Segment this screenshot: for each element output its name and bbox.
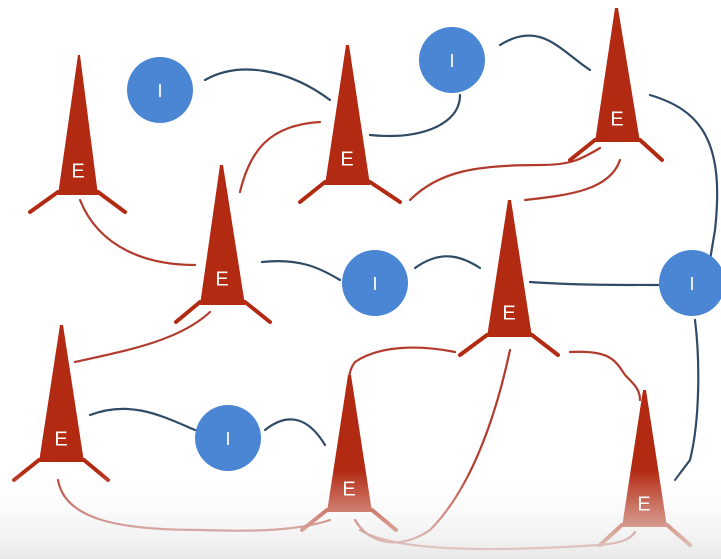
inhibitory-neuron-3: I — [342, 250, 408, 316]
excitatory-neuron-2: E — [298, 45, 402, 204]
excitatory-label: E — [340, 148, 353, 170]
inhibitory-neuron-5: I — [195, 405, 261, 471]
connection-e2-e4 — [238, 120, 322, 194]
connection-i5-e8 — [263, 418, 327, 447]
connection-e4-e5 — [73, 310, 212, 364]
excitatory-label: E — [610, 108, 623, 130]
connection-i2-e2 — [368, 93, 462, 137]
excitatory-neuron-6: E — [458, 200, 560, 357]
connection-e1-e4 — [78, 198, 197, 267]
excitatory-neuron-3: E — [568, 8, 664, 162]
connection-e6-i4 — [528, 280, 662, 287]
excitatory-label: E — [71, 160, 84, 182]
excitatory-neuron-1: E — [28, 55, 127, 214]
inhibitory-neuron-1: I — [127, 57, 193, 123]
inhibitory-neurons: I I I I I — [127, 27, 721, 471]
excitatory-label: E — [502, 302, 515, 324]
connection-e6-e8 — [347, 346, 457, 402]
excitatory-neuron-4: E — [174, 165, 272, 324]
connection-i4-e9 — [673, 318, 700, 482]
excitatory-label: E — [54, 428, 67, 450]
inhibitory-label: I — [225, 429, 230, 449]
bottom-fade — [0, 470, 721, 559]
connection-i1-e2 — [203, 68, 332, 102]
connection-i2-e3 — [498, 34, 592, 72]
inhibitory-neuron-4: I — [659, 250, 721, 316]
excitatory-neuron-5: E — [12, 325, 110, 482]
inhibitory-label: I — [157, 81, 162, 101]
inhibitory-label: I — [689, 274, 694, 294]
connection-i3-e6 — [413, 255, 482, 270]
connection-e2-e3 — [408, 146, 602, 202]
excitatory-label: E — [215, 268, 228, 290]
connection-e4-i3 — [260, 260, 342, 282]
inhibitory-label: I — [449, 51, 454, 71]
connection-e3-i4 — [648, 93, 719, 262]
connection-e6-e9 — [568, 350, 642, 402]
connection-e5-i5 — [88, 407, 197, 432]
inhibitory-neuron-2: I — [419, 27, 485, 93]
inhibitory-connections — [88, 34, 719, 482]
inhibitory-label: I — [372, 274, 377, 294]
connection-e6-e3 — [523, 158, 622, 202]
